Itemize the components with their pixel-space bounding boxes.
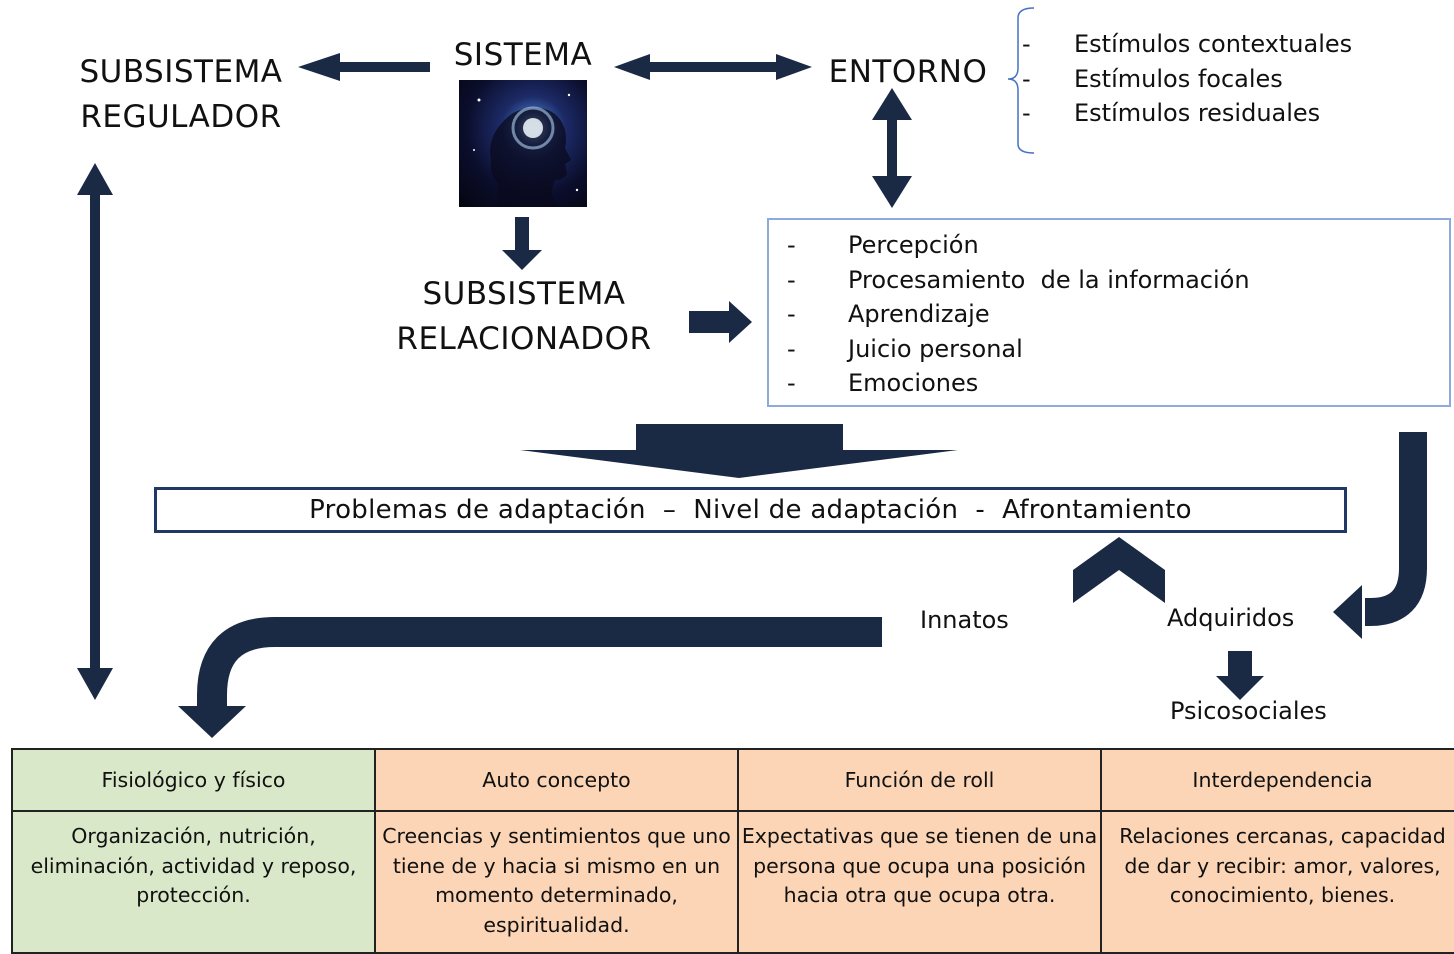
list-item: - Procesamiento de la información [787, 263, 1437, 298]
bullet-dash: - [1022, 64, 1031, 93]
modo-fisiologico-descripcion: Organización, nutrición, eliminación, ac… [11, 810, 376, 954]
modo-autoconcepto-descripcion: Creencias y sentimientos que uno tiene d… [374, 810, 739, 954]
subsistema-regulador-line1: SUBSISTEMA [79, 54, 283, 90]
modo-funcion-roll-header: Función de roll [737, 748, 1102, 812]
bullet-dash: - [787, 265, 796, 294]
estimulo-focales: Estímulos focales [1074, 64, 1283, 93]
arrow-curved-to-modos [197, 617, 882, 712]
arrow-to-problemas [520, 424, 958, 478]
proceso-juicio: Juicio personal [848, 334, 1023, 363]
procesos-list: - Percepción - Procesamiento de la informa… [787, 228, 1437, 401]
subsistema-relacionador-line2: RELACIONADOR [396, 321, 652, 357]
modo-interdependencia-descripcion: Relaciones cercanas, capacidad de dar y … [1100, 810, 1454, 954]
entorno-label: ENTORNO [828, 54, 988, 90]
table-row: Organización, nutrición, eliminación, ac… [11, 810, 1454, 954]
psicosociales-label: Psicosociales [1170, 697, 1327, 725]
bullet-dash: - [787, 231, 796, 259]
modo-funcion-roll-descripcion: Expectativas que se tienen de una person… [737, 810, 1102, 954]
estimulo-residuales: Estímulos residuales [1074, 99, 1321, 128]
modos-table: Fisiológico y físico Auto concepto Funci… [11, 748, 1454, 954]
estimulos-list: - Estímulos contextuales - Estímulos focal… [1022, 27, 1442, 131]
subsistema-regulador-line2: REGULADOR [80, 99, 282, 135]
modo-autoconcepto-header: Auto concepto [374, 748, 739, 812]
list-item: - Emociones [787, 366, 1437, 401]
bullet-dash: - [787, 369, 796, 398]
proceso-emociones: Emociones [848, 369, 979, 398]
arrow-adquiridos-psicosociales [1216, 651, 1264, 700]
adquiridos-label: Adquiridos [1167, 604, 1295, 632]
table-header-row: Fisiológico y físico Auto concepto Funci… [11, 748, 1454, 812]
list-item: - Estímulos focales [1022, 62, 1442, 97]
arrow-split-innatos-adquiridos [1073, 537, 1165, 603]
innatos-label: Innatos [920, 606, 1009, 634]
proceso-procesamiento: Procesamiento de la información [848, 265, 1250, 294]
bullet-dash: - [1022, 30, 1031, 58]
procesos-box: - Percepción - Procesamiento de la informa… [767, 218, 1451, 407]
arrow-relacionador-to-procesos [689, 301, 752, 343]
list-item: - Juicio personal [787, 332, 1437, 367]
arrow-curved-to-adquiridos [1365, 432, 1427, 626]
subsistema-regulador: SUBSISTEMA REGULADOR [70, 50, 292, 140]
list-item: - Estímulos residuales [1022, 96, 1442, 131]
proceso-aprendizaje: Aprendizaje [848, 300, 990, 329]
modo-fisiologico-header: Fisiológico y físico [11, 748, 376, 812]
problemas-text: Problemas de adaptación – Nivel de adapt… [309, 495, 1192, 525]
brace-estimulos [1007, 7, 1035, 154]
arrow-entorno-procesos [872, 88, 912, 208]
proceso-percepcion: Percepción [848, 231, 979, 259]
arrow-sistema-to-regulador [298, 53, 430, 81]
arrow-sistema-to-relacionador [502, 217, 542, 270]
subsistema-relacionador-line1: SUBSISTEMA [422, 276, 626, 312]
bullet-dash: - [787, 334, 796, 363]
list-item: - Percepción [787, 228, 1437, 263]
modo-interdependencia-header: Interdependencia [1100, 748, 1454, 812]
arrow-regulador-modos [77, 163, 113, 700]
sistema-image [459, 80, 587, 207]
problemas-box: Problemas de adaptación – Nivel de adapt… [154, 487, 1347, 533]
subsistema-relacionador: SUBSISTEMA RELACIONADOR [380, 272, 668, 362]
bullet-dash: - [1022, 99, 1031, 128]
bullet-dash: - [787, 300, 796, 329]
arrow-sistema-entorno [614, 54, 812, 80]
list-item: - Estímulos contextuales [1022, 27, 1442, 62]
sistema-label: SISTEMA [453, 37, 593, 73]
head-silhouette-icon [473, 93, 579, 207]
list-item: - Aprendizaje [787, 297, 1437, 332]
estimulo-contextuales: Estímulos contextuales [1074, 30, 1353, 58]
